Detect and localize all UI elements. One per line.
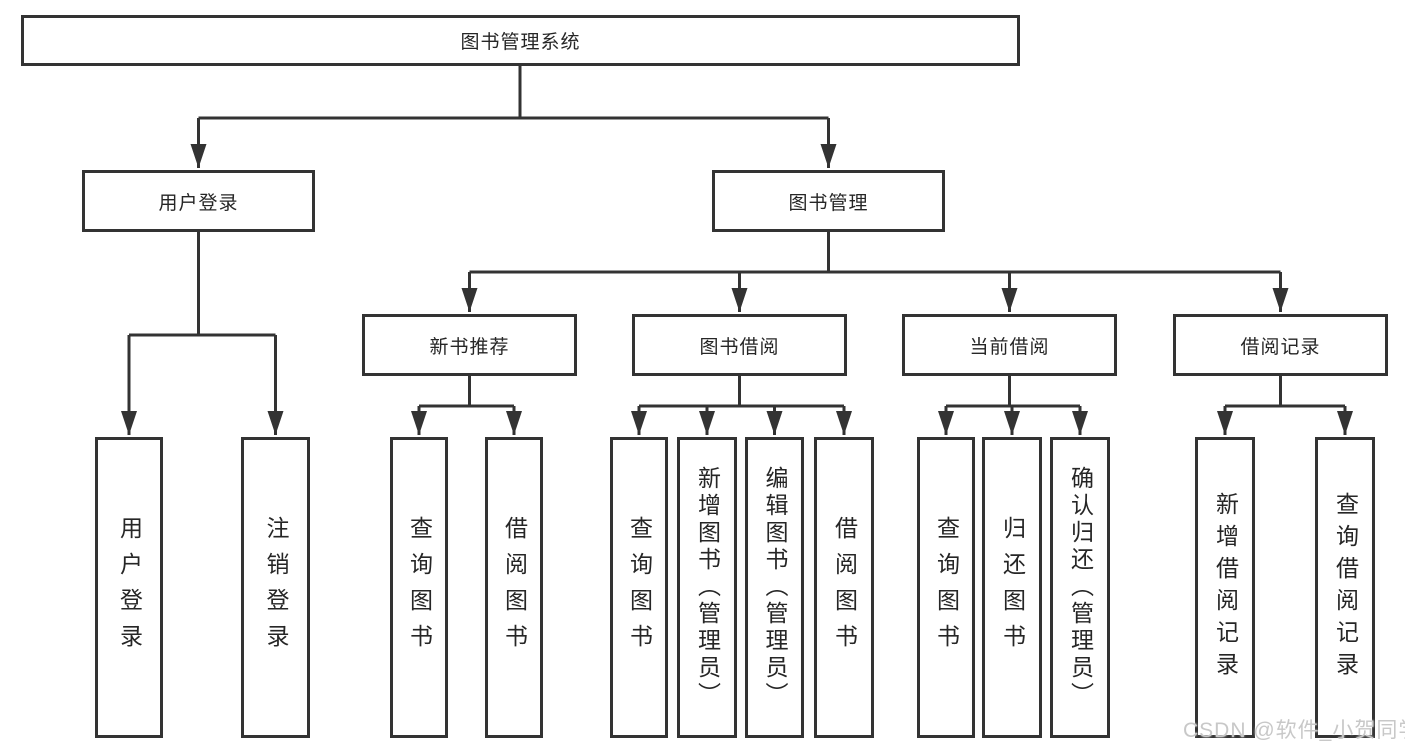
node-label: 用户登录: [158, 192, 239, 214]
leaf-query-books-current: 查询图书: [917, 437, 975, 738]
leaf-query-borrow-record: 查询借阅记录: [1315, 437, 1375, 738]
leaf-borrow-books: 借阅图书: [814, 437, 874, 738]
node-label: 图书管理系统: [460, 32, 581, 53]
node-label: 查询图书: [626, 515, 653, 660]
leaf-query-books-borrowing: 查询图书: [610, 437, 668, 738]
node-current-borrowing: 当前借阅: [902, 314, 1117, 376]
node-label: 新增借阅记录: [1212, 491, 1239, 684]
node-label: 图书借阅: [699, 336, 780, 358]
leaf-edit-book-admin: 编辑图书（管理员）: [745, 437, 804, 738]
node-label: 借阅图书: [501, 515, 528, 660]
node-label: 归还图书: [999, 515, 1026, 660]
node-label: 注销登录: [263, 515, 289, 660]
leaf-return-books: 归还图书: [982, 437, 1042, 738]
node-label: 图书管理: [788, 192, 869, 214]
node-borrow-records: 借阅记录: [1173, 314, 1388, 376]
leaf-confirm-return-admin: 确认归还（管理员）: [1050, 437, 1110, 738]
leaf-query-books-recommend: 查询图书: [390, 437, 448, 738]
node-label: 新增图书（管理员）: [694, 466, 721, 709]
node-label: 查询图书: [933, 515, 960, 660]
leaf-add-book-admin: 新增图书（管理员）: [677, 437, 737, 738]
node-book-management: 图书管理: [712, 170, 945, 232]
node-label: 查询图书: [406, 515, 433, 660]
node-label: 借阅图书: [831, 515, 858, 660]
leaf-user-login: 用户登录: [95, 437, 163, 738]
node-label: 查询借阅记录: [1332, 491, 1359, 684]
node-book-borrowing: 图书借阅: [632, 314, 847, 376]
node-user-login: 用户登录: [82, 170, 315, 232]
leaf-borrow-books-recommend: 借阅图书: [485, 437, 543, 738]
node-label: 新书推荐: [429, 336, 510, 358]
node-new-book-recommendation: 新书推荐: [362, 314, 577, 376]
node-label: 当前借阅: [969, 336, 1050, 358]
node-label: 借阅记录: [1240, 336, 1321, 358]
csdn-watermark: CSDN @软件_小贺同学: [1183, 719, 1405, 742]
node-label: 编辑图书（管理员）: [762, 466, 788, 709]
node-label: 用户登录: [116, 515, 143, 660]
node-label: 确认归还（管理员）: [1067, 466, 1094, 709]
node-library-management-system: 图书管理系统: [21, 15, 1020, 66]
leaf-logout: 注销登录: [241, 437, 310, 738]
leaf-add-borrow-record: 新增借阅记录: [1195, 437, 1255, 738]
